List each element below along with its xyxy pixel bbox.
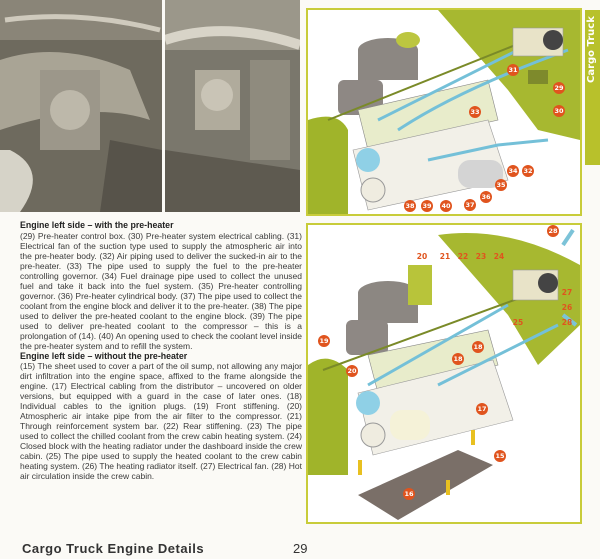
callout-40: 40 [440, 200, 452, 212]
callout-28-top: 28 [547, 225, 559, 237]
callout-16: 16 [403, 488, 415, 500]
section-body: (29) Pre-heater control box. (30) Pre-he… [20, 230, 302, 351]
footer-title: Cargo Truck Engine Details [22, 541, 205, 556]
callout-18a: 18 [452, 353, 464, 365]
callout-15: 15 [494, 450, 506, 462]
body-text: Engine left side – with the pre-heater (… [20, 220, 302, 481]
section-heading: Engine left side – with the pre-heater [20, 220, 174, 230]
section-tab-label: Cargo Truck [586, 16, 597, 83]
section-body: (15) The sheet used to cover a part of t… [20, 361, 302, 481]
callout-25: 25 [512, 318, 524, 327]
callout-33: 33 [469, 106, 481, 118]
callout-36: 36 [480, 191, 492, 203]
engine-photo-right [165, 0, 300, 212]
diagram-without-preheater: 20 21 22 23 24 28 27 26 28 25 19 18 18 2… [306, 223, 582, 524]
callout-38: 38 [404, 200, 416, 212]
callout-29: 29 [553, 82, 565, 94]
section-heading: Engine left side – without the pre-heate… [20, 350, 188, 361]
callout-39: 39 [421, 200, 433, 212]
callout-17: 17 [476, 403, 488, 415]
callout-20: 20 [416, 252, 428, 261]
callout-23: 23 [475, 252, 487, 261]
callout-31: 31 [507, 64, 519, 76]
callout-18b: 18 [472, 341, 484, 353]
callout-34: 34 [507, 165, 519, 177]
callout-21: 21 [439, 252, 451, 261]
engine-photo-left [0, 0, 162, 212]
callout-37: 37 [464, 199, 476, 211]
callout-28: 28 [561, 318, 573, 327]
diagram-with-preheater: 31 29 30 33 34 32 35 36 37 38 39 40 [306, 8, 582, 216]
callout-26: 26 [561, 303, 573, 312]
callout-30: 30 [553, 105, 565, 117]
callout-32: 32 [522, 165, 534, 177]
section-tab: Cargo Truck [585, 10, 600, 165]
callout-24: 24 [493, 252, 505, 261]
callout-35: 35 [495, 179, 507, 191]
callout-22: 22 [457, 252, 469, 261]
page-number: 29 [293, 541, 308, 556]
callout-20b: 20 [346, 365, 358, 377]
callout-27: 27 [561, 288, 573, 297]
callout-19: 19 [318, 335, 330, 347]
